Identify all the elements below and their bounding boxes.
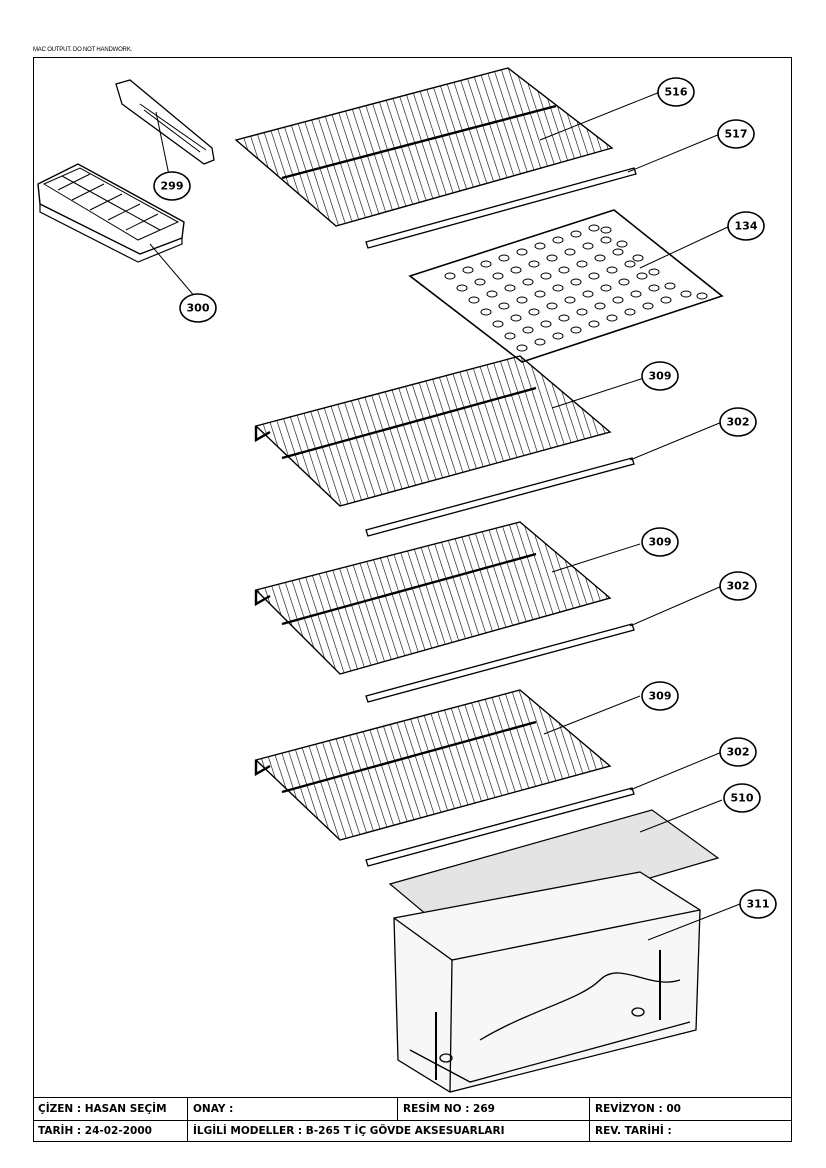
callout-302-c: 302 [727,746,750,759]
wire-shelf-part-309-b [254,521,612,675]
crisper-bin-part-311 [393,871,701,1093]
drawing-frame [33,57,792,1142]
wire-shelf-part-309-a [254,355,612,507]
callout-300: 300 [187,302,210,315]
leader-lines [149,91,741,941]
callout-bubble-299 [153,171,191,201]
drawing-number-cell: RESİM NO : 269 [398,1098,590,1120]
callout-bubble-134 [727,211,765,241]
header-note: MAC OUTPUT. DO NOT HANDWORK. [33,47,132,53]
callout-bubble-309-c [641,681,679,711]
title-block: ÇİZEN : HASAN SEÇİM ONAY : RESİM NO : 26… [33,1097,792,1142]
callout-309-a: 309 [649,370,672,383]
scraper-part-299 [115,79,215,165]
callout-bubble-510 [723,783,761,813]
title-block-row-1: ÇİZEN : HASAN SEÇİM ONAY : RESİM NO : 26… [33,1098,792,1121]
callout-bubble-300 [179,293,217,323]
shelf-trim-part-302-b [365,623,635,703]
revision-cell: REVİZYON : 00 [595,1103,681,1115]
callout-bubble-311 [739,889,777,919]
callout-bubble-302-a [719,407,757,437]
callout-bubble-302-b [719,571,757,601]
ice-tray-part-300 [37,163,185,263]
callout-516: 516 [665,86,688,99]
wire-shelf-part-309-c [254,689,612,841]
drawn-by-cell: ÇİZEN : HASAN SEÇİM [33,1098,188,1120]
callout-517: 517 [725,128,748,141]
callout-510: 510 [731,792,754,805]
shelf-trim-part-302-a [365,457,635,537]
title-block-row-2: TARİH : 24-02-2000 İLGİLİ MODELLER : B-2… [33,1120,792,1142]
callout-bubble-309-a [641,361,679,391]
revision-date-cell: REV. TARİHİ : [595,1125,672,1137]
callout-309-c: 309 [649,690,672,703]
callout-bubble-516 [657,77,695,107]
callout-302-a: 302 [727,416,750,429]
shelf-trim-part-302-c [365,787,635,867]
approval-cell: ONAY : [188,1098,398,1120]
callout-134: 134 [735,220,758,233]
callout-311: 311 [747,898,770,911]
callout-302-b: 302 [727,580,750,593]
callout-309-b: 309 [649,536,672,549]
shelf-trim-part-517 [365,167,637,249]
wire-shelf-part-516 [234,67,614,227]
callout-bubble-309-b [641,527,679,557]
date-cell: TARİH : 24-02-2000 [33,1120,188,1142]
callout-bubble-517 [717,119,755,149]
perforated-shelf-part-134 [408,209,724,363]
related-models-cell: İLGİLİ MODELLER : B-265 T İÇ GÖVDE AKSES… [188,1120,590,1142]
callout-bubble-302-c [719,737,757,767]
callout-299: 299 [161,180,184,193]
